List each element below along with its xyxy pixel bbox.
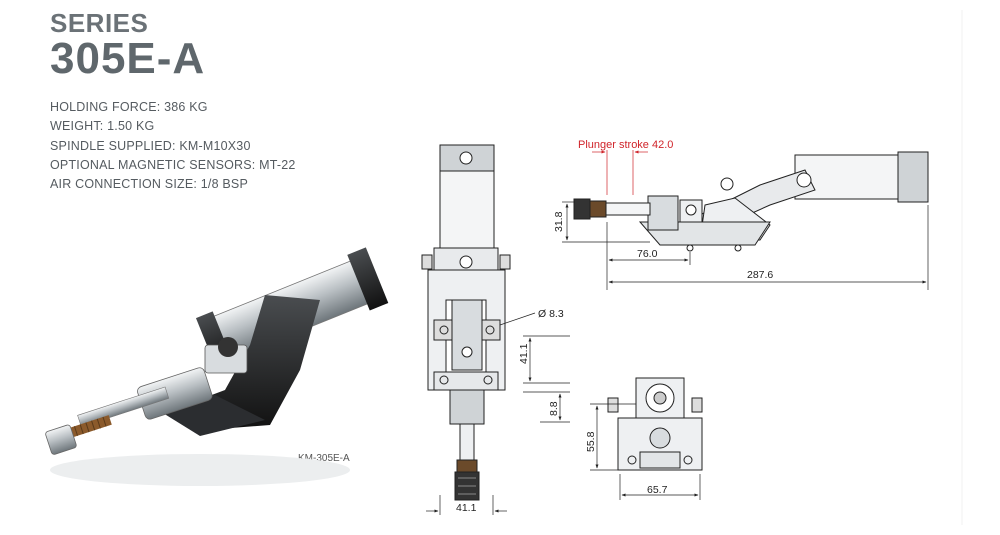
front-width-dim: 41.1 xyxy=(456,502,477,514)
end-height-dim: 55.8 xyxy=(585,431,597,452)
side-height-dim: 31.8 xyxy=(553,211,565,232)
end-view-dimensions xyxy=(590,403,701,500)
side-view-drawing xyxy=(573,151,929,252)
spec-holding-force: HOLDING FORCE: 386 KG xyxy=(50,100,208,114)
side-length-dim: 287.6 xyxy=(747,269,773,281)
plunger-stroke-dim: Plunger stroke 42.0 xyxy=(578,139,673,151)
series-label: SERIES xyxy=(50,8,149,38)
spec-weight: WEIGHT: 1.50 KG xyxy=(50,119,155,134)
spec-air-connection: AIR CONNECTION SIZE: 1/8 BSP xyxy=(50,177,249,192)
front-height-upper-dim: 41.1 xyxy=(518,343,530,364)
front-view-dimensions xyxy=(426,312,570,515)
photo-caption: KM-305E-A xyxy=(298,453,350,464)
front-height-lower-dim: 8.8 xyxy=(548,401,560,416)
end-width-dim: 65.7 xyxy=(647,484,668,496)
side-offset-dim: 76.0 xyxy=(637,248,658,260)
front-view-drawing xyxy=(421,144,511,501)
front-hole-dim: Ø 8.3 xyxy=(538,308,564,320)
side-view-dimensions xyxy=(562,150,929,290)
spec-spindle: SPINDLE SUPPLIED: KM-M10X30 xyxy=(50,138,251,153)
end-view-drawing xyxy=(607,377,703,471)
model-title: 305E-A xyxy=(50,34,206,83)
spec-sensors: OPTIONAL MAGNETIC SENSORS: MT-22 xyxy=(50,157,296,172)
spec-list: HOLDING FORCE: 386 KG WEIGHT: 1.50 KG SP… xyxy=(50,98,296,194)
clamp-photo xyxy=(45,247,389,486)
